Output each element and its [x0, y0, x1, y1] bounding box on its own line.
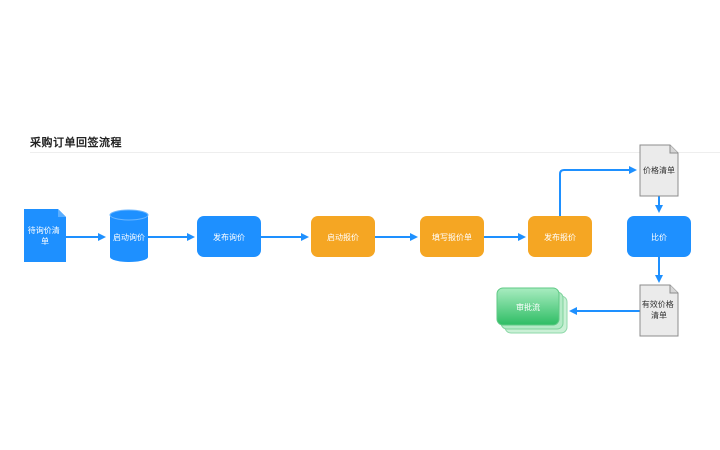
start-quote-label: 启动报价 — [327, 232, 359, 242]
start-inquiry-cylinder — [110, 215, 148, 262]
diagram-title: 采购订单回签流程 — [30, 136, 122, 149]
node-pending-inquiry-list: 待询价清 单 — [24, 209, 66, 262]
node-fill-quote: 填写报价单 — [420, 216, 484, 257]
start-quote-box — [311, 216, 375, 257]
node-start-inquiry: 启动询价 — [109, 209, 149, 262]
start-inquiry-label: 启动询价 — [113, 232, 145, 242]
publish-inquiry-label: 发布询价 — [213, 232, 245, 242]
publish-quote-box — [528, 216, 592, 257]
pending-list-label-line2: 单 — [41, 236, 49, 246]
compare-label: 比价 — [651, 232, 667, 242]
pending-list-fold — [58, 209, 66, 217]
svg-text:填写报价单: 填写报价单 — [432, 232, 472, 242]
price-list-fold — [669, 145, 678, 154]
fill-quote-box — [420, 216, 484, 257]
svg-text:审批流: 审批流 — [516, 302, 540, 312]
svg-text:发布询价: 发布询价 — [213, 232, 245, 242]
valid-price-list-label-line2: 清单 — [651, 310, 667, 320]
node-valid-price-list: 有效价格 清单 — [639, 284, 679, 337]
svg-text:发布报价: 发布报价 — [544, 232, 576, 242]
pending-list-label-line1: 待询价清 — [28, 225, 60, 235]
title-divider — [30, 152, 720, 153]
compare-box — [627, 216, 691, 257]
svg-text:有效价格 清单: 有效价格 清单 — [642, 299, 677, 320]
node-publish-quote: 发布报价 — [528, 216, 592, 257]
arrow-publish-quote-to-price-list — [559, 166, 637, 216]
svg-text:待询价清 单: 待询价清 单 — [28, 225, 63, 246]
node-start-quote: 启动报价 — [311, 216, 375, 257]
approval-card-front — [496, 287, 560, 326]
node-price-list: 价格清单 — [639, 144, 679, 197]
price-list-shape — [639, 144, 679, 197]
valid-price-list-label-line1: 有效价格 — [642, 299, 674, 309]
valid-price-list-shape — [639, 284, 679, 337]
connectors — [66, 166, 663, 315]
svg-text:启动报价: 启动报价 — [327, 232, 359, 242]
node-approval: 审批流 — [496, 287, 568, 334]
approval-label: 审批流 — [516, 302, 540, 312]
node-publish-inquiry: 发布询价 — [197, 216, 261, 257]
pending-list-shape — [24, 209, 66, 262]
svg-text:比价: 比价 — [651, 232, 667, 242]
fill-quote-label: 填写报价单 — [432, 232, 472, 242]
node-compare: 比价 — [627, 216, 691, 257]
start-inquiry-cylinder-top — [109, 209, 149, 221]
svg-text:启动询价: 启动询价 — [113, 232, 145, 242]
svg-text:价格清单: 价格清单 — [643, 165, 675, 175]
publish-inquiry-box — [197, 216, 261, 257]
valid-price-list-fold — [669, 285, 678, 294]
publish-quote-label: 发布报价 — [544, 232, 576, 242]
price-list-label: 价格清单 — [643, 165, 675, 175]
